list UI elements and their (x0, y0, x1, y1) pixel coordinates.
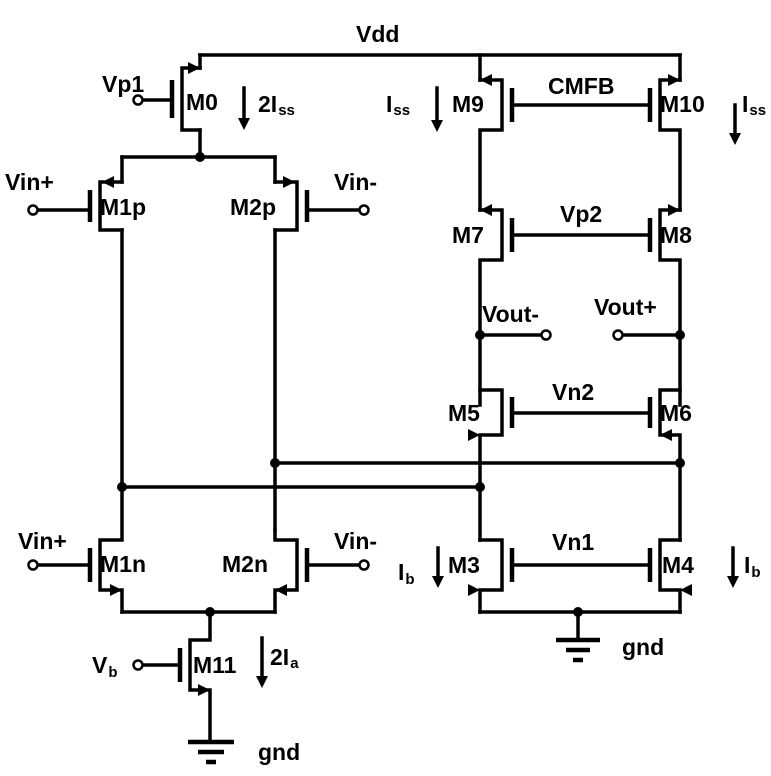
vin-minus-top-terminal (358, 204, 370, 216)
m1n-label: M1n (100, 551, 146, 577)
m0-label: M0 (186, 89, 218, 115)
m10-label: M10 (660, 91, 705, 117)
m9-label: M9 (452, 91, 484, 117)
ib4-arrow-head (727, 576, 739, 588)
vout-plus-terminal (612, 329, 624, 341)
i2ss-arrow-head (238, 118, 250, 130)
transistor-m2n (273, 528, 362, 614)
transistor-m10 (647, 74, 682, 212)
ib3-label: Ib (398, 559, 415, 588)
transistor-m1p (34, 176, 124, 487)
gnd-left-label: gnd (258, 739, 300, 765)
vin-minus-top-label: Vin- (334, 169, 377, 195)
transistor-m6 (647, 388, 682, 542)
m2n-label: M2n (222, 551, 268, 577)
transistor-m11 (140, 610, 212, 744)
m6-label: M6 (660, 400, 692, 426)
i2a-label: 2Ia (270, 644, 299, 672)
transistor-m2p (273, 176, 362, 532)
vin-plus-top-label: Vin+ (5, 169, 54, 195)
vout-minus-label: Vout- (482, 301, 539, 327)
m1p-label: M1p (100, 194, 146, 220)
i2a-arrow-head (256, 676, 268, 688)
m4-label: M4 (662, 552, 694, 578)
vp2-label: Vp2 (560, 201, 602, 227)
transistor-m1n (34, 485, 124, 614)
vn1-label: Vn1 (552, 529, 594, 555)
ib4-label: Ib (744, 552, 761, 581)
vdd-label: Vdd (356, 21, 399, 47)
vp1-terminal (132, 94, 144, 106)
m7-label: M7 (452, 222, 484, 248)
m3-label: M3 (448, 552, 480, 578)
iss9-arrow-head (431, 120, 443, 132)
ib3-arrow-head (432, 576, 444, 588)
node-m2-drain (270, 458, 280, 468)
transistor-m9 (478, 74, 652, 212)
vb-label: Vb (92, 652, 118, 681)
vin-minus-bot-terminal (358, 559, 370, 571)
m11-label: M11 (193, 652, 237, 678)
transistor-m8 (647, 204, 682, 407)
m8-label: M8 (660, 222, 692, 248)
iss10-label: Iss (742, 91, 766, 119)
iss9-label: Iss (386, 91, 410, 119)
transistor-m3 (468, 538, 652, 614)
transistor-m7 (478, 204, 652, 407)
transistor-m4 (647, 538, 692, 614)
i2ss-label: 2Iss (258, 91, 295, 119)
vn2-label: Vn2 (552, 379, 594, 405)
iss10-arrow-head (729, 133, 741, 145)
vin-plus-top-terminal (27, 204, 39, 216)
vin-plus-bot-terminal (27, 559, 39, 571)
vout-plus-label: Vout+ (594, 294, 657, 320)
ground-right-symbol (556, 637, 600, 663)
gnd-right-label: gnd (622, 634, 664, 660)
vin-plus-bot-label: Vin+ (18, 528, 67, 554)
vout-minus-terminal (540, 329, 552, 341)
vp1-label: Vp1 (102, 71, 144, 97)
vin-minus-bot-label: Vin- (334, 528, 377, 554)
m5-label: M5 (448, 400, 480, 426)
vdd-rail (198, 53, 682, 82)
cross-wires (120, 461, 682, 489)
vb-terminal (132, 659, 144, 671)
transistor-m5 (468, 388, 652, 542)
m2p-label: M2p (230, 194, 276, 220)
cmfb-label: CMFB (548, 73, 614, 99)
ground-left-symbol (188, 739, 234, 765)
